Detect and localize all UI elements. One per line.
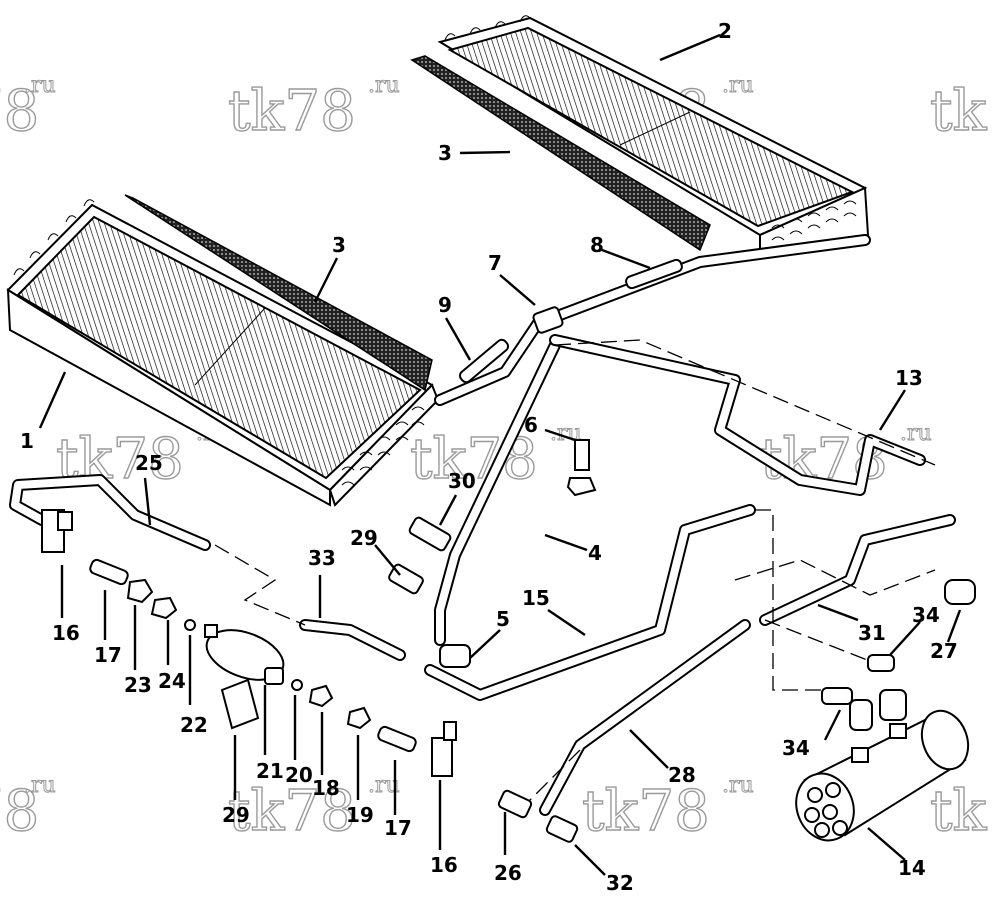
callout-29-upper: 29: [350, 526, 378, 550]
callout-3-upper: 3: [438, 141, 452, 165]
coil-upper-tube-ends: [771, 200, 857, 241]
callout-29-bottom: 29: [222, 803, 250, 827]
callout-33: 33: [308, 546, 336, 570]
callout-18: 18: [312, 776, 340, 800]
watermark-text: tk78: [582, 779, 710, 844]
callout-arrows: [38, 33, 962, 876]
filter-screen-upper: [410, 55, 711, 252]
callout-22: 22: [180, 713, 208, 737]
callout-27: 27: [930, 639, 958, 663]
dashed-connections: [214, 339, 936, 811]
callout-24: 24: [158, 669, 186, 693]
coil-left: [6, 199, 440, 507]
callout-34-upper: 34: [912, 603, 940, 627]
tank-14: [795, 709, 970, 842]
watermark-text: tk78: [228, 779, 356, 844]
callout-28: 28: [668, 763, 696, 787]
watermark-partial-left-top: 78: [0, 79, 39, 144]
callout-23: 23: [124, 673, 152, 697]
callout-17-left: 17: [94, 643, 122, 667]
callout-30: 30: [448, 469, 476, 493]
callout-7: 7: [488, 251, 502, 275]
callout-26: 26: [494, 861, 522, 885]
callout-21: 21: [256, 759, 284, 783]
watermark-suffix: .ru: [722, 773, 754, 798]
refrigerant-lines: [9, 234, 956, 816]
watermark-suffix: .ru: [722, 73, 754, 98]
callout-19: 19: [346, 803, 374, 827]
callout-16-left: 16: [52, 621, 80, 645]
watermark-layer: 78 .ru tk78 .ru tk78 .ru tk tk78 .ru tk7…: [0, 73, 988, 845]
callout-20: 20: [285, 763, 313, 787]
callout-2: 2: [718, 19, 732, 43]
callout-1: 1: [20, 429, 34, 453]
watermark-partial-left-bottom: 78: [0, 779, 39, 844]
filter-screen-left: [124, 194, 433, 392]
callout-15: 15: [522, 586, 550, 610]
callout-17-bottom: 17: [384, 816, 412, 840]
watermark-partial-right-bottom: tk: [930, 779, 988, 844]
callout-32: 32: [606, 871, 634, 895]
callout-5: 5: [496, 607, 510, 631]
watermark-suffix: .ru: [24, 73, 56, 98]
callout-25: 25: [135, 451, 163, 475]
callout-31: 31: [858, 621, 886, 645]
callout-4: 4: [588, 541, 602, 565]
watermark-suffix: .ru: [24, 773, 56, 798]
watermark-suffix: .ru: [368, 73, 400, 98]
coil-upper: [437, 15, 870, 257]
watermark-partial-right-top: tk: [930, 79, 988, 144]
callout-14: 14: [898, 856, 926, 880]
fittings: [41, 258, 976, 843]
coil-left-tube-ends: [341, 406, 425, 486]
callout-3-left: 3: [332, 233, 346, 257]
callout-8: 8: [590, 233, 604, 257]
watermark-text: tk78: [228, 79, 356, 144]
callout-labels: 1 2 3 3 4 5 6 7 8 9 13 14 15 16 16 17 17…: [20, 19, 958, 895]
callout-13: 13: [895, 366, 923, 390]
callout-9: 9: [438, 293, 452, 317]
watermark-suffix: .ru: [900, 421, 932, 446]
callout-34-lower: 34: [782, 736, 810, 760]
callout-16-bottom: 16: [430, 853, 458, 877]
callout-6: 6: [524, 413, 538, 437]
